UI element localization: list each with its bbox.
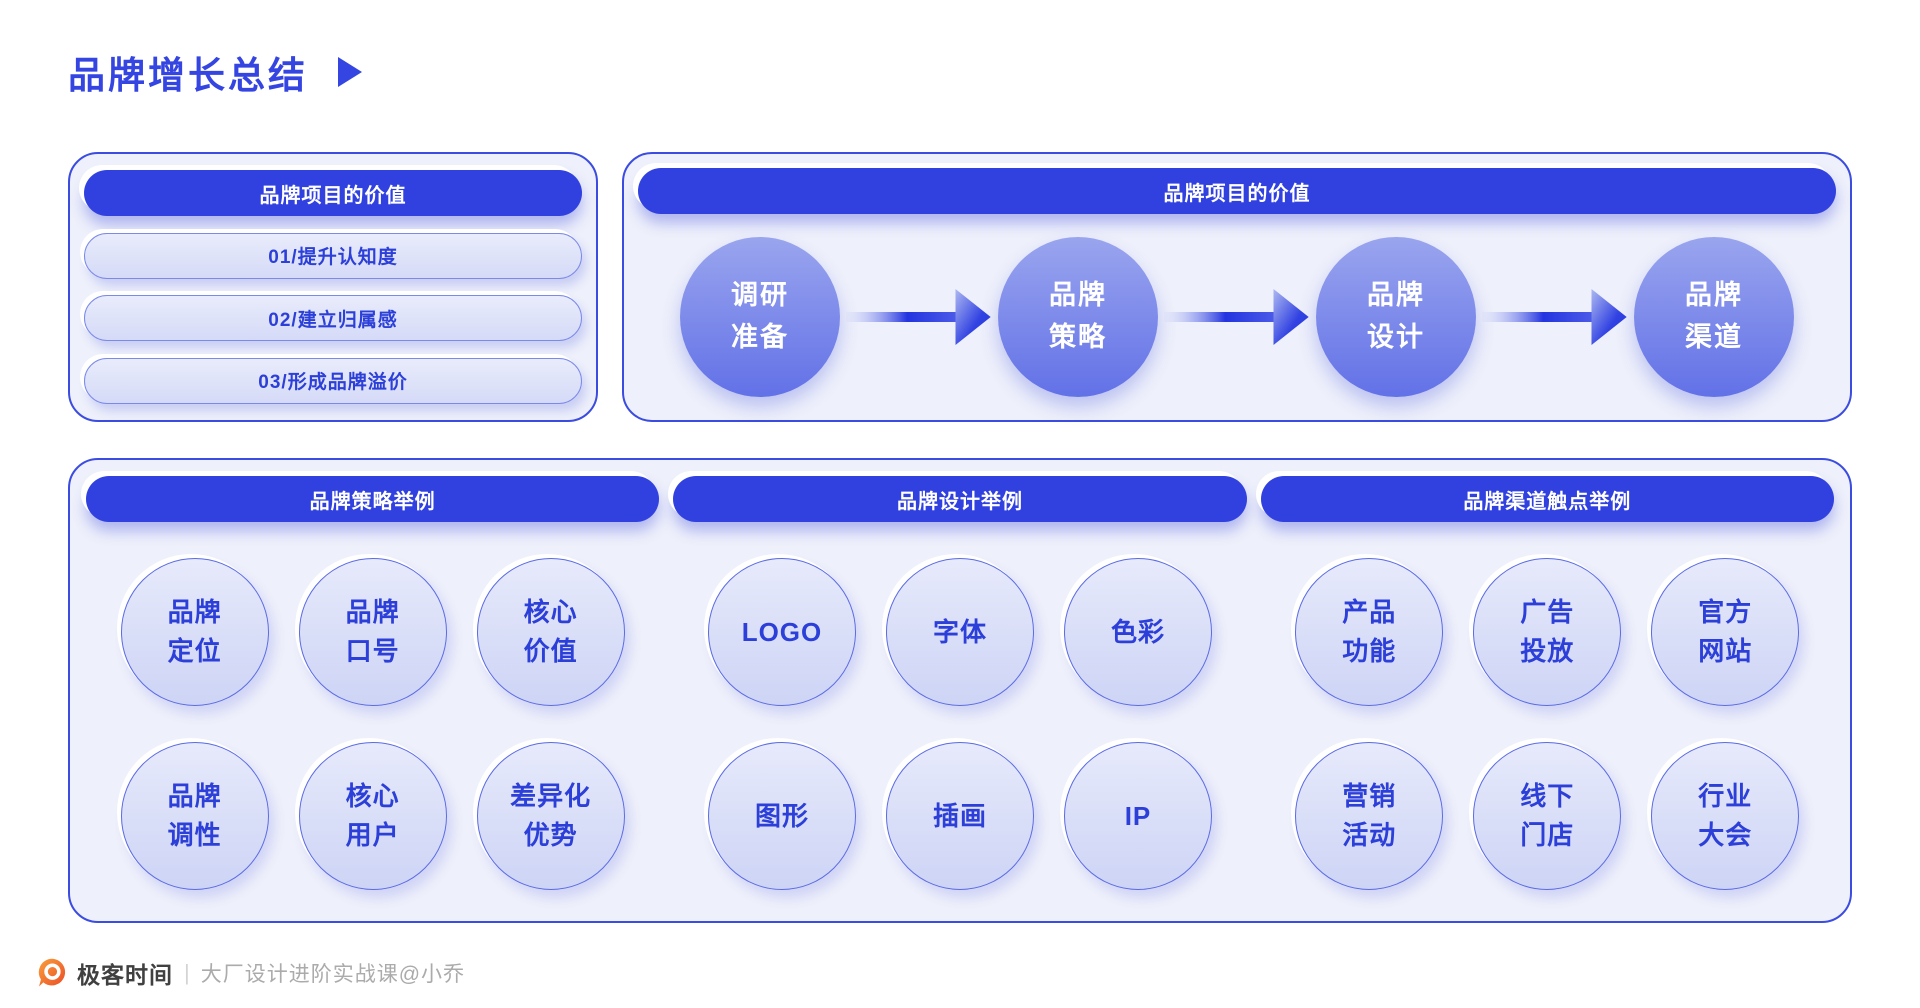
strategy-circle-grid: 品牌 定位 品牌 口号 核心 价值 品牌 调性 核心 用户 差异化 优势 (86, 558, 659, 905)
arrow-right-icon (846, 287, 992, 347)
topic-circle: 品牌 口号 (298, 558, 447, 706)
topic-circle: 差异化 优势 (476, 742, 625, 890)
page-title: 品牌增长总结 (68, 55, 308, 96)
design-circle-grid: LOGO 字体 色彩 图形 插画 IP (673, 558, 1246, 905)
brand-values-panel: 品牌项目的价值 01/提升认知度 02/建立归属感 03/形成品牌溢价 (68, 152, 598, 422)
slide: 品牌增长总结 品牌项目的价值 01/提升认知度 02/建立归属感 03/形成品牌… (68, 48, 1852, 923)
value-item-1: 01/提升认知度 (84, 232, 582, 279)
process-step-2: 品牌 策略 (998, 237, 1158, 397)
topic-circle: IP (1063, 742, 1212, 890)
circle-row: LOGO 字体 色彩 (707, 558, 1212, 706)
arrow-right-icon (1482, 287, 1628, 347)
footer: 极客时间 | 大厂设计进阶实战课@小乔 (36, 956, 465, 990)
title-row: 品牌增长总结 (68, 48, 1852, 96)
footer-separator: | (184, 960, 190, 985)
topic-circle: 营销 活动 (1295, 742, 1444, 890)
circle-row: 产品 功能 广告 投放 官方 网站 (1295, 558, 1800, 706)
value-item-3: 03/形成品牌溢价 (84, 357, 582, 404)
process-flow: 调研 准备 (638, 214, 1836, 420)
arrow-right-icon (1164, 287, 1310, 347)
brand-values-header: 品牌项目的价值 (84, 170, 582, 216)
channel-examples-group: 品牌渠道触点举例 产品 功能 广告 投放 官方 网站 营销 活动 线下 门店 行… (1260, 476, 1834, 905)
topic-circle: 核心 用户 (298, 742, 447, 890)
brand-process-header: 品牌项目的价值 (638, 168, 1836, 214)
topic-circle: 核心 价值 (476, 558, 625, 706)
play-triangle-icon (338, 57, 362, 87)
process-step-1: 调研 准备 (680, 237, 840, 397)
brand-name: 极客时间 (77, 962, 173, 988)
channel-circle-grid: 产品 功能 广告 投放 官方 网站 营销 活动 线下 门店 行业 大会 (1261, 558, 1834, 905)
circle-row: 品牌 调性 核心 用户 差异化 优势 (120, 742, 625, 890)
topic-circle: 图形 (707, 742, 856, 890)
topic-circle: 广告 投放 (1473, 558, 1622, 706)
circle-row: 品牌 定位 品牌 口号 核心 价值 (120, 558, 625, 706)
topic-circle: 产品 功能 (1295, 558, 1444, 706)
topic-circle: 插画 (885, 742, 1034, 890)
topic-circle: 官方 网站 (1651, 558, 1800, 706)
circle-row: 图形 插画 IP (707, 742, 1212, 890)
strategy-examples-group: 品牌策略举例 品牌 定位 品牌 口号 核心 价值 品牌 调性 核心 用户 差异化… (86, 476, 660, 905)
examples-panel: 品牌策略举例 品牌 定位 品牌 口号 核心 价值 品牌 调性 核心 用户 差异化… (68, 458, 1852, 923)
topic-circle: LOGO (707, 558, 856, 706)
strategy-examples-header: 品牌策略举例 (86, 476, 660, 522)
process-step-3: 品牌 设计 (1316, 237, 1476, 397)
topic-circle: 色彩 (1063, 558, 1212, 706)
topic-circle: 字体 (885, 558, 1034, 706)
process-step-4: 品牌 渠道 (1634, 237, 1794, 397)
value-item-2: 02/建立归属感 (84, 295, 582, 342)
circle-row: 营销 活动 线下 门店 行业 大会 (1295, 742, 1800, 890)
design-examples-group: 品牌设计举例 LOGO 字体 色彩 图形 插画 IP (673, 476, 1247, 905)
course-name: 大厂设计进阶实战课@小乔 (200, 963, 466, 986)
topic-circle: 线下 门店 (1473, 742, 1622, 890)
design-examples-header: 品牌设计举例 (673, 476, 1247, 522)
topic-circle: 品牌 调性 (120, 742, 269, 890)
brand-process-panel: 品牌项目的价值 调研 准备 (622, 152, 1852, 422)
topic-circle: 行业 大会 (1651, 742, 1800, 890)
top-row: 品牌项目的价值 01/提升认知度 02/建立归属感 03/形成品牌溢价 品牌项目… (68, 152, 1852, 422)
topic-circle: 品牌 定位 (120, 558, 269, 706)
geektime-logo-icon (38, 958, 66, 987)
channel-examples-header: 品牌渠道触点举例 (1260, 476, 1834, 522)
